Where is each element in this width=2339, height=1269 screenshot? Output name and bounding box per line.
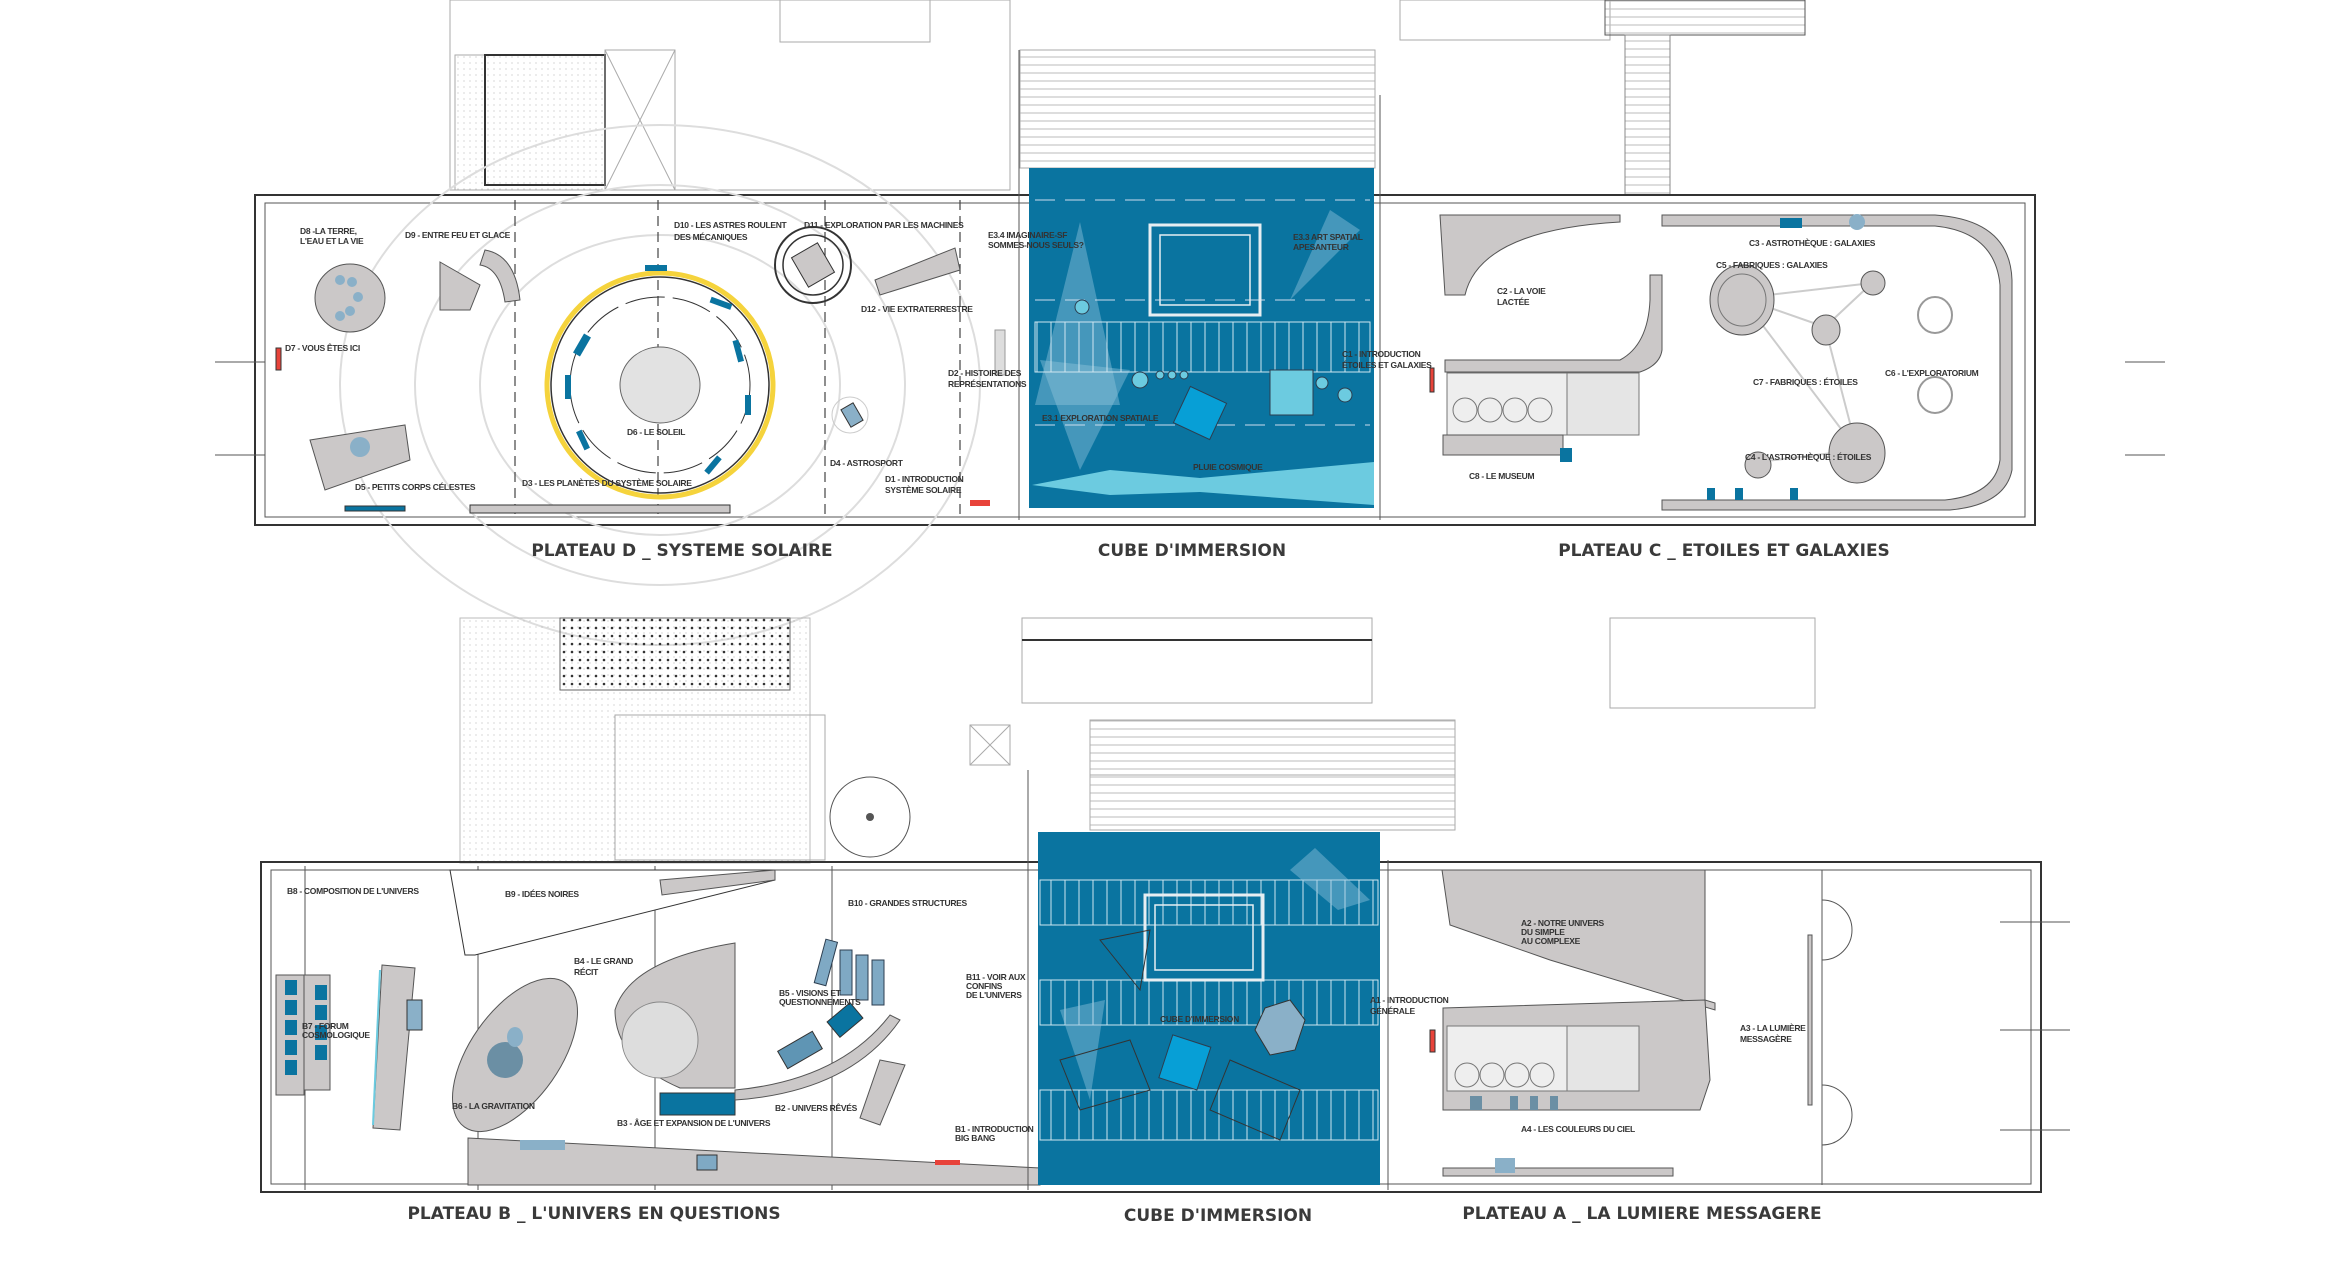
zone-label-b6: B6 - LA GRAVITATION — [452, 1101, 535, 1111]
lower-context-building — [459, 617, 1816, 864]
a1-marker — [1429, 1029, 1436, 1053]
zone-label-b8: B8 - COMPOSITION DE L'UNIVERS — [287, 886, 419, 896]
upper-immersion-cube — [1029, 168, 1374, 508]
zone-label-c3: C3 - ASTROTHÈQUE : GALAXIES — [1749, 238, 1876, 248]
zone-label-pluie-cosmique: PLUIE COSMIQUE — [1193, 462, 1263, 472]
lower-immersion-cube — [1038, 832, 1380, 1185]
upper-zone-labels: D8 -LA TERRE,L'EAU ET LA VIE D9 - ENTRE … — [285, 220, 1979, 495]
zone-label-b3: B3 - ÂGE ET EXPANSION DE L'UNIVERS — [617, 1117, 771, 1128]
zone-label-c4: C4 - L'ASTROTHÈQUE : ÉTOILES — [1745, 452, 1872, 462]
plateau-a-title: PLATEAU A _ LA LUMIERE MESSAGERE — [1462, 1204, 1821, 1224]
zone-label-c7: C7 - FABRIQUES : ÉTOILES — [1753, 377, 1858, 387]
plateau-a-light-messenger — [1441, 869, 1853, 1185]
zone-label-c5: C5 - FABRIQUES : GALAXIES — [1716, 260, 1828, 270]
zone-label-d9: D9 - ENTRE FEU ET GLACE — [405, 230, 511, 240]
zone-label-d3: D3 - LES PLANÈTES DU SYSTÈME SOLAIRE — [522, 478, 692, 488]
upper-floor-plan: D8 -LA TERRE,L'EAU ET LA VIE D9 - ENTRE … — [215, 50, 2165, 646]
zone-label-c6: C6 - L'EXPLORATORIUM — [1885, 368, 1979, 378]
zone-label-d5: D5 - PETITS CORPS CÉLESTES — [355, 482, 476, 492]
zone-label-d8: D8 -LA TERRE,L'EAU ET LA VIE — [300, 226, 364, 246]
lower-cube-title: CUBE D'IMMERSION — [1124, 1206, 1312, 1226]
lower-floor-plan: B8 - COMPOSITION DE L'UNIVERS B9 - IDÉES… — [260, 770, 2070, 1226]
plateau-c-title: PLATEAU C _ ETOILES ET GALAXIES — [1558, 541, 1890, 561]
zone-label-b2: B2 - UNIVERS RÊVÉS — [775, 1102, 858, 1113]
plateau-d-title: PLATEAU D _ SYSTEME SOLAIRE — [531, 541, 832, 561]
zone-label-e31: E3.1 EXPLORATION SPATIALE — [1042, 413, 1159, 423]
zone-label-cube-small: CUBE D'IMMERSION — [1160, 1014, 1239, 1024]
d6-sun-sphere — [619, 346, 701, 424]
plateau-b-universe-questions — [275, 866, 1041, 1190]
zone-label-d11: D11 - EXPLORATION PAR LES MACHINES — [804, 220, 964, 230]
d3-planets-ring — [544, 270, 776, 500]
zone-label-c8: C8 - LE MUSEUM — [1469, 471, 1534, 481]
c1-marker — [1429, 367, 1435, 393]
spiral-staircase — [829, 776, 911, 858]
zone-label-b9: B9 - IDÉES NOIRES — [505, 889, 579, 899]
d7-you-are-here-marker — [275, 347, 282, 371]
plateau-b-title: PLATEAU B _ L'UNIVERS EN QUESTIONS — [407, 1204, 780, 1224]
d8-earth-table — [314, 263, 386, 333]
zone-label-a4: A4 - LES COULEURS DU CIEL — [1521, 1124, 1635, 1134]
zone-label-b10: B10 - GRANDES STRUCTURES — [848, 898, 968, 908]
upper-context-building — [449, 0, 1806, 196]
plateau-c-stars-galaxies — [1439, 214, 2013, 511]
zone-label-d4: D4 - ASTROSPORT — [830, 458, 904, 468]
upper-cube-title: CUBE D'IMMERSION — [1098, 541, 1286, 561]
zone-label-d7: D7 - VOUS ÊTES ICI — [285, 342, 360, 353]
zone-label-d12: D12 - VIE EXTRATERRESTRE — [861, 304, 973, 314]
zone-label-d6: D6 - LE SOLEIL — [627, 427, 685, 437]
lower-zone-labels: B8 - COMPOSITION DE L'UNIVERS B9 - IDÉES… — [287, 886, 1806, 1143]
